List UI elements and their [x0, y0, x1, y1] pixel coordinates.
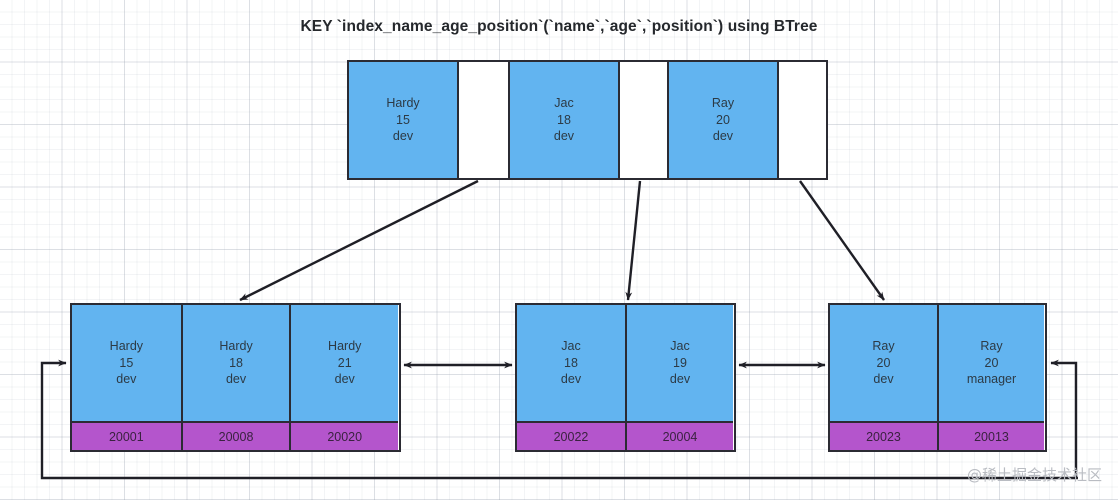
leaf-node-jac[interactable]: Jac 18 dev 20022 Jac 19 dev 20004: [515, 303, 736, 452]
root-entry-1[interactable]: Jac 18 dev: [507, 62, 667, 178]
leaf-1-key-1: Jac 19 dev: [627, 305, 733, 421]
root-key-0-name: Hardy: [386, 96, 420, 111]
root-key-2-position: dev: [712, 129, 734, 144]
leaf-2-key-0-age: 20: [876, 355, 891, 370]
leaf-2-key-1: Ray 20 manager: [939, 305, 1044, 421]
leaf-0-key-1-age: 18: [229, 355, 243, 370]
leaf-1-key-0-name: Jac: [561, 339, 581, 354]
leaf-1-rowid-1: 20004: [627, 421, 733, 450]
root-key-2-name: Ray: [711, 96, 735, 111]
watermark: @稀土掘金技术社区: [966, 466, 1102, 484]
root-key-0-age: 15: [396, 112, 410, 127]
root-node[interactable]: Hardy 15 dev Jac 18 dev Ray: [347, 60, 828, 180]
leaf-2-entry-1[interactable]: Ray 20 manager 20013: [937, 305, 1044, 450]
edge-root-to-leaf-2: [799, 180, 885, 301]
root-key-1: Jac 18 dev: [509, 62, 618, 178]
leaf-2-rowid-1: 20013: [939, 421, 1044, 450]
leaf-2-key-0-position: dev: [873, 372, 894, 387]
leaf-0-key-2: Hardy 21 dev: [291, 305, 399, 421]
leaf-1-entry-0[interactable]: Jac 18 dev 20022: [517, 305, 625, 450]
leaf-1-key-0: Jac 18 dev: [517, 305, 625, 421]
leaf-0-key-0-age: 15: [119, 355, 134, 370]
leaf-0-key-1-name: Hardy: [219, 339, 253, 354]
leaf-0-key-0: Hardy 15 dev: [72, 305, 181, 421]
leaf-2-entry-0[interactable]: Ray 20 dev 20023: [830, 305, 937, 450]
leaf-0-rowid-0: 20001: [72, 421, 181, 450]
leaf-1-key-0-age: 18: [564, 355, 578, 370]
leaf-0-key-0-name: Hardy: [109, 339, 144, 354]
root-key-0-position: dev: [392, 129, 414, 144]
edge-root-to-leaf-0: [239, 179, 479, 302]
page-title: KEY `index_name_age_position`(`name`,`ag…: [300, 18, 818, 35]
root-entry-0[interactable]: Hardy 15 dev: [349, 62, 508, 178]
leaf-0-rowid-1: 20008: [182, 421, 290, 450]
leaf-0-entry-1[interactable]: Hardy 18 dev 20008: [180, 305, 290, 450]
leaf-2-key-0: Ray 20 dev: [830, 305, 937, 421]
leaf-0-rowid-2: 20020: [291, 421, 399, 450]
leaf-1-rowid-0: 20022: [517, 421, 625, 450]
edge-wrap-right: [1050, 359, 1078, 478]
leaf-1-entry-1[interactable]: Jac 19 dev 20004: [625, 305, 733, 450]
leaf-2-rowid-0: 20023: [830, 421, 937, 450]
root-pointer-2[interactable]: [776, 62, 826, 178]
leaf-0-key-2-name: Hardy: [328, 339, 362, 354]
root-key-2-age: 20: [716, 112, 730, 127]
root-pointer-0[interactable]: [457, 62, 508, 178]
root-key-2: Ray 20 dev: [668, 62, 777, 178]
leaf-0-key-2-position: dev: [334, 372, 355, 387]
leaf-0-entry-2[interactable]: Hardy 21 dev 20020: [289, 305, 399, 450]
leaf-2-key-1-name: Ray: [980, 339, 1003, 354]
leaf-1-key-1-position: dev: [669, 372, 691, 387]
leaf-node-hardy[interactable]: Hardy 15 dev 20001 Hardy 18 dev 20008 Ha…: [70, 303, 401, 452]
leaf-0-key-1: Hardy 18 dev: [182, 305, 290, 421]
leaf-2-key-1-age: 20: [984, 355, 999, 370]
root-entry-2[interactable]: Ray 20 dev: [666, 62, 826, 178]
leaf-1-key-1-name: Jac: [670, 339, 690, 354]
leaf-0-key-2-age: 21: [337, 355, 352, 370]
root-pointer-1[interactable]: [617, 62, 667, 178]
edge-root-to-leaf-1: [625, 180, 642, 301]
leaf-2-key-0-name: Ray: [872, 339, 895, 354]
leaf-node-ray[interactable]: Ray 20 dev 20023 Ray 20 manager 20013: [828, 303, 1047, 452]
leaf-2-key-1-position: manager: [966, 372, 1017, 387]
root-key-1-position: dev: [553, 129, 575, 144]
root-key-1-age: 18: [557, 112, 571, 127]
root-key-1-name: Jac: [554, 96, 574, 111]
leaf-0-key-0-position: dev: [116, 372, 137, 387]
leaf-0-entry-0[interactable]: Hardy 15 dev 20001: [72, 305, 181, 450]
leaf-0-key-1-position: dev: [225, 372, 247, 387]
leaf-1-key-1-age: 19: [673, 355, 687, 370]
leaf-1-key-0-position: dev: [560, 372, 582, 387]
root-key-0: Hardy 15 dev: [349, 62, 457, 178]
